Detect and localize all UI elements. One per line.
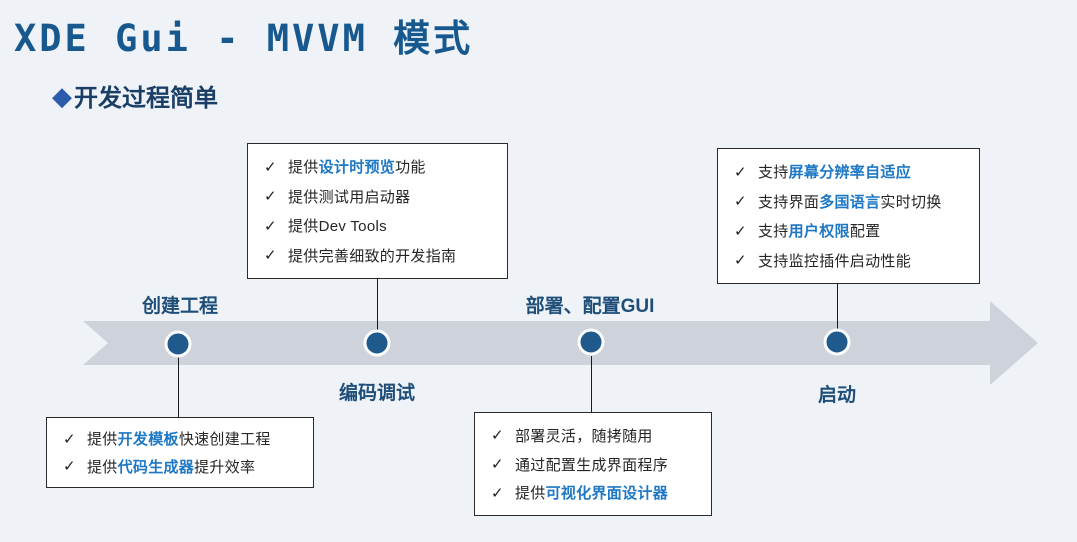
check-icon: ✓	[491, 456, 504, 473]
callout-item-text: 提供测试用启动器	[288, 188, 411, 206]
diamond-bullet-icon: ◆	[52, 80, 72, 111]
callout-item-text: 提供Dev Tools	[288, 218, 387, 236]
stage-label-coding-debug: 编码调试	[338, 383, 415, 404]
connector-stage2	[377, 278, 378, 330]
callout-item-text: 支持监控插件启动性能	[758, 252, 912, 270]
check-icon: ✓	[264, 217, 277, 235]
callout-item: ✓ 支持屏幕分辨率自适应	[728, 161, 969, 182]
stage-label-create-project: 创建工程	[141, 296, 218, 317]
callout-item: ✓ 部署灵活，随拷随用	[485, 425, 701, 446]
connector-stage3	[591, 356, 592, 413]
callout-item: ✓ 提供测试用启动器	[258, 186, 497, 207]
callout-item: ✓ 提供Dev Tools	[258, 215, 497, 236]
timeline-arrowhead-icon	[990, 301, 1038, 385]
connector-stage1	[178, 357, 179, 419]
callout-item: ✓ 提供代码生成器提升效率	[57, 456, 303, 477]
section-heading: ◆ 开发过程简单	[52, 78, 218, 113]
check-icon: ✓	[63, 458, 76, 476]
callout-item: ✓ 通过配置生成界面程序	[485, 454, 701, 475]
callout-item-text: 支持屏幕分辨率自适应	[758, 164, 912, 182]
callout-item-text: 提供设计时预览功能	[288, 159, 426, 177]
callout-item: ✓ 提供可视化界面设计器	[485, 482, 701, 503]
callout-item: ✓ 提供设计时预览功能	[258, 156, 497, 177]
check-icon: ✓	[734, 163, 747, 181]
callout-item-text: 提供完善细致的开发指南	[288, 247, 457, 265]
check-icon: ✓	[734, 222, 747, 240]
callout-item: ✓ 支持界面多国语言实时切换	[728, 191, 969, 212]
callout-item-text: 部署灵活，随拷随用	[515, 427, 653, 445]
milestone-dot-1	[164, 330, 192, 358]
stage-label-deploy-config: 部署、配置GUI	[525, 296, 655, 317]
callout-item: ✓ 提供完善细致的开发指南	[258, 245, 497, 266]
check-icon: ✓	[734, 252, 747, 270]
milestone-dot-3	[577, 328, 605, 356]
check-icon: ✓	[264, 188, 277, 206]
callout-item-text: 支持界面多国语言实时切换	[758, 193, 942, 211]
callout-item-text: 提供开发模板快速创建工程	[87, 431, 271, 449]
check-icon: ✓	[734, 193, 747, 211]
milestone-dot-2	[363, 329, 391, 357]
callout-item-text: 提供代码生成器提升效率	[87, 458, 256, 476]
check-icon: ✓	[491, 484, 504, 502]
callout-launch: ✓ 支持屏幕分辨率自适应 ✓ 支持界面多国语言实时切换 ✓ 支持用户权限配置 ✓ 支持监控插件…	[717, 148, 980, 284]
stage-label-launch: 启动	[817, 385, 856, 406]
check-icon: ✓	[63, 430, 76, 448]
check-icon: ✓	[264, 247, 277, 265]
callout-item: ✓ 提供开发模板快速创建工程	[57, 428, 303, 449]
milestone-dot-4	[823, 328, 851, 356]
timeline-band-notch	[83, 321, 108, 365]
page-title: XDE Gui - MVVM 模式	[14, 17, 474, 60]
callout-item-text: 通过配置生成界面程序	[515, 456, 669, 474]
callout-deploy-config: ✓ 部署灵活，随拷随用 ✓ 通过配置生成界面程序 ✓ 提供可视化界面设计器	[474, 412, 712, 516]
timeline-band	[83, 321, 990, 365]
connector-stage4	[837, 283, 838, 329]
section-heading-label: 开发过程简单	[74, 85, 218, 112]
callout-coding-debug: ✓ 提供设计时预览功能 ✓ 提供测试用启动器 ✓ 提供Dev Tools ✓ 提供完善细致的开…	[247, 143, 508, 279]
callout-item: ✓ 支持监控插件启动性能	[728, 250, 969, 271]
callout-item-text: 提供可视化界面设计器	[515, 485, 669, 503]
callout-create-project: ✓ 提供开发模板快速创建工程 ✓ 提供代码生成器提升效率	[46, 417, 314, 488]
callout-item-text: 支持用户权限配置	[758, 223, 881, 241]
check-icon: ✓	[491, 427, 504, 445]
callout-item: ✓ 支持用户权限配置	[728, 220, 969, 241]
check-icon: ✓	[264, 158, 277, 176]
